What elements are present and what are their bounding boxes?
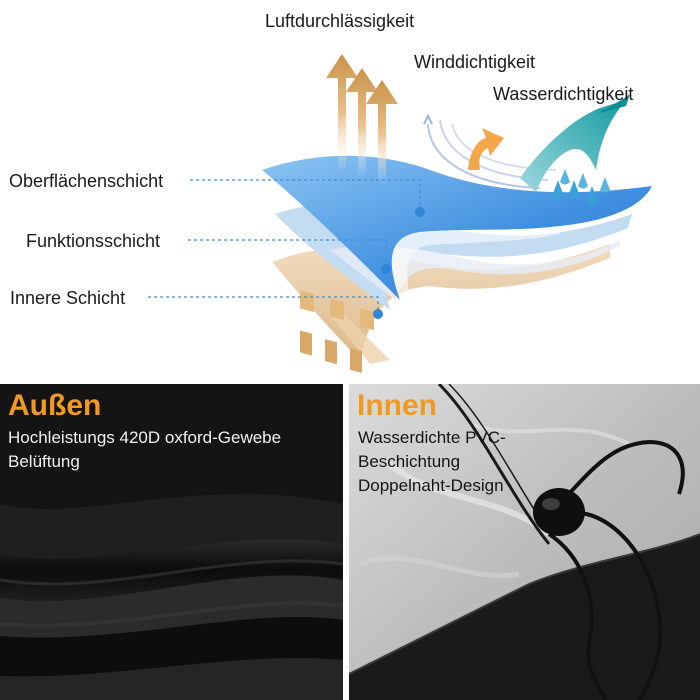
breathability-arrows [326,54,398,184]
inside-line-1: Wasserdichte PVC- [358,428,506,447]
waterproof-label: Wasserdichtigkeit [493,84,634,104]
function-layer-label: Funktionsschicht [26,231,161,251]
outside-fabric-panel: Außen Hochleistungs 420D oxford-Gewebe B… [0,384,343,700]
silver-fabric-photo [349,384,700,700]
leader-lines [148,179,421,314]
wind-arrow [468,128,504,170]
cord-stopper [533,488,585,536]
outside-description: Hochleistungs 420D oxford-Gewebe Belüftu… [8,426,281,474]
inside-fabric-panel: Innen Wasserdichte PVC- Beschichtung Dop… [349,384,700,700]
outside-line-2: Belüftung [8,452,80,471]
outer-layer-shape [262,155,652,300]
inside-description: Wasserdichte PVC- Beschichtung Doppelnah… [358,426,506,498]
leader-dots [373,207,425,319]
inside-title: Innen [357,389,437,422]
black-fabric-photo [0,384,343,700]
outside-title: Außen [8,389,102,422]
windproof-label: Winddichtigkeit [414,52,536,72]
inside-line-2: Beschichtung [358,452,461,471]
inside-line-3: Doppelnaht-Design [358,476,504,495]
outer-layer-label: Oberflächenschicht [9,171,164,191]
fabric-layer-diagram: Luftdurchlässigkeit Winddichtigkeit Wass… [9,11,652,373]
inner-layer-label: Innere Schicht [10,288,126,308]
layer-illustration [148,54,652,373]
outside-line-1: Hochleistungs 420D oxford-Gewebe [8,428,282,447]
water-splash [520,94,630,205]
breathability-label: Luftdurchlässigkeit [265,11,415,31]
pore-blocks [300,290,374,373]
